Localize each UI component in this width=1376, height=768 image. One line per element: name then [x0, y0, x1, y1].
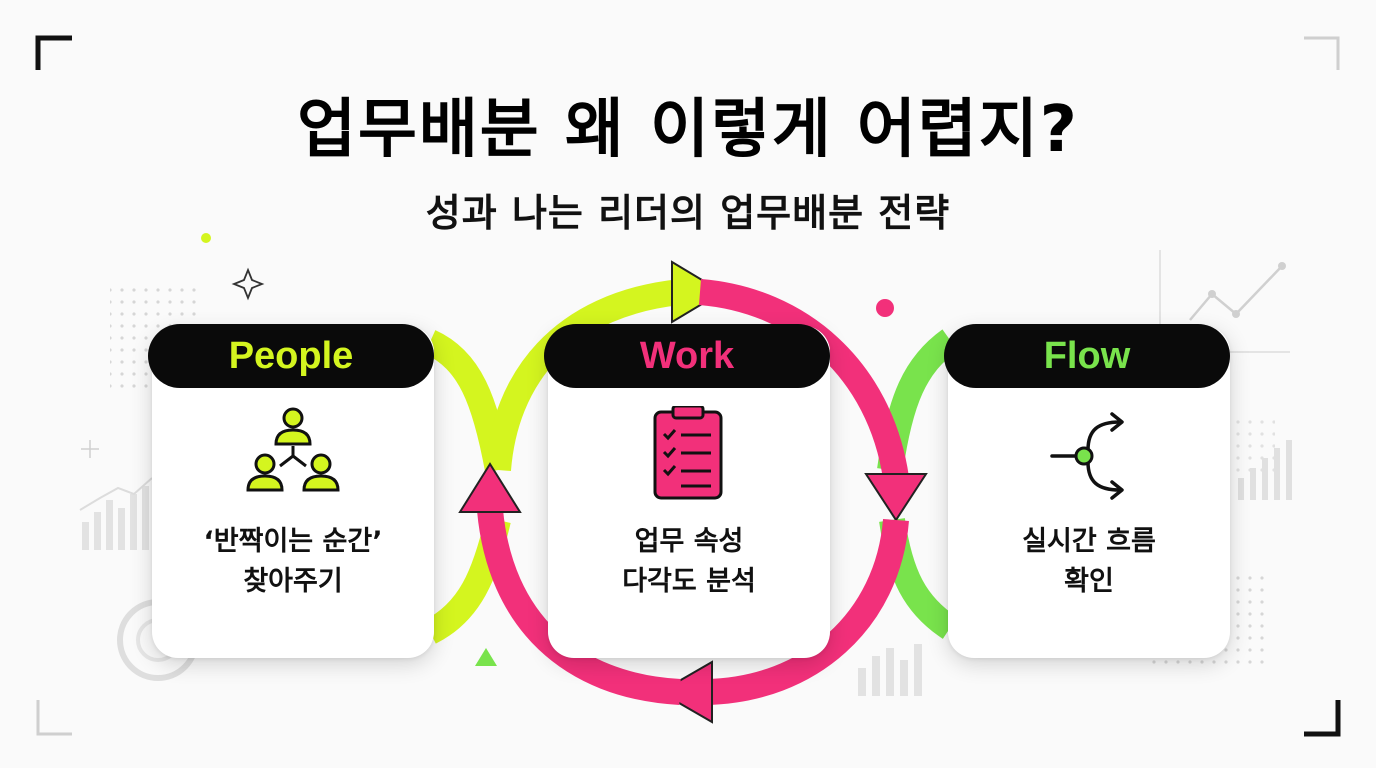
pink-arrow-down	[864, 473, 928, 522]
people-line-2: 찾아주기	[243, 566, 343, 597]
bg-bar-chart-left	[82, 486, 149, 550]
work-line-2: 다각도 분석	[622, 566, 756, 597]
bg-bar-chart-bottom	[858, 644, 922, 696]
work-line-1: 업무 속성	[634, 526, 744, 557]
work-card-header: Work	[544, 324, 830, 388]
work-card-text: 업무 속성 다각도 분석	[548, 522, 830, 602]
sparkle-icon	[231, 267, 265, 301]
flow-card-text: 실시간 흐름 확인	[948, 522, 1230, 602]
people-line-1: ‘반짝이는 순간’	[203, 526, 383, 557]
pink-arrow-left	[657, 660, 713, 724]
people-card: People ‘반짝이는 순간’ 찾아주기	[148, 324, 434, 658]
page-title: 업무배분 왜 이렇게 어렵지?	[297, 93, 1079, 167]
lime-dot	[201, 233, 211, 243]
page-subtitle: 성과 나는 리더의 업무배분 전략	[425, 191, 951, 235]
bg-bar-chart-right	[1238, 440, 1292, 500]
work-card: Work 업무 속성 다각도 분석	[544, 324, 830, 658]
flow-card-header: Flow	[944, 324, 1230, 388]
people-card-header: People	[148, 324, 434, 388]
lime-arrow-head	[671, 260, 724, 324]
corner-bracket-top-right	[1304, 36, 1340, 70]
people-card-text: ‘반짝이는 순간’ 찾아주기	[152, 522, 434, 602]
pink-arrow-up	[458, 462, 522, 513]
flow-card: Flow 실시간 흐름 확인	[944, 324, 1230, 658]
corner-bracket-bottom-right	[1304, 700, 1341, 737]
clipboard-checklist-icon	[653, 406, 723, 500]
team-hierarchy-icon	[246, 407, 340, 492]
corner-bracket-top-left	[35, 35, 72, 70]
branch-split-icon	[1050, 412, 1124, 500]
pink-arc-bottom-right	[705, 518, 909, 705]
flow-line-2: 확인	[1064, 566, 1114, 597]
corner-bracket-bottom-left	[36, 700, 72, 736]
pink-dot	[876, 299, 894, 317]
pink-arc-bottom-left	[477, 508, 681, 705]
green-triangle	[475, 648, 497, 666]
flow-line-1: 실시간 흐름	[1022, 526, 1156, 557]
